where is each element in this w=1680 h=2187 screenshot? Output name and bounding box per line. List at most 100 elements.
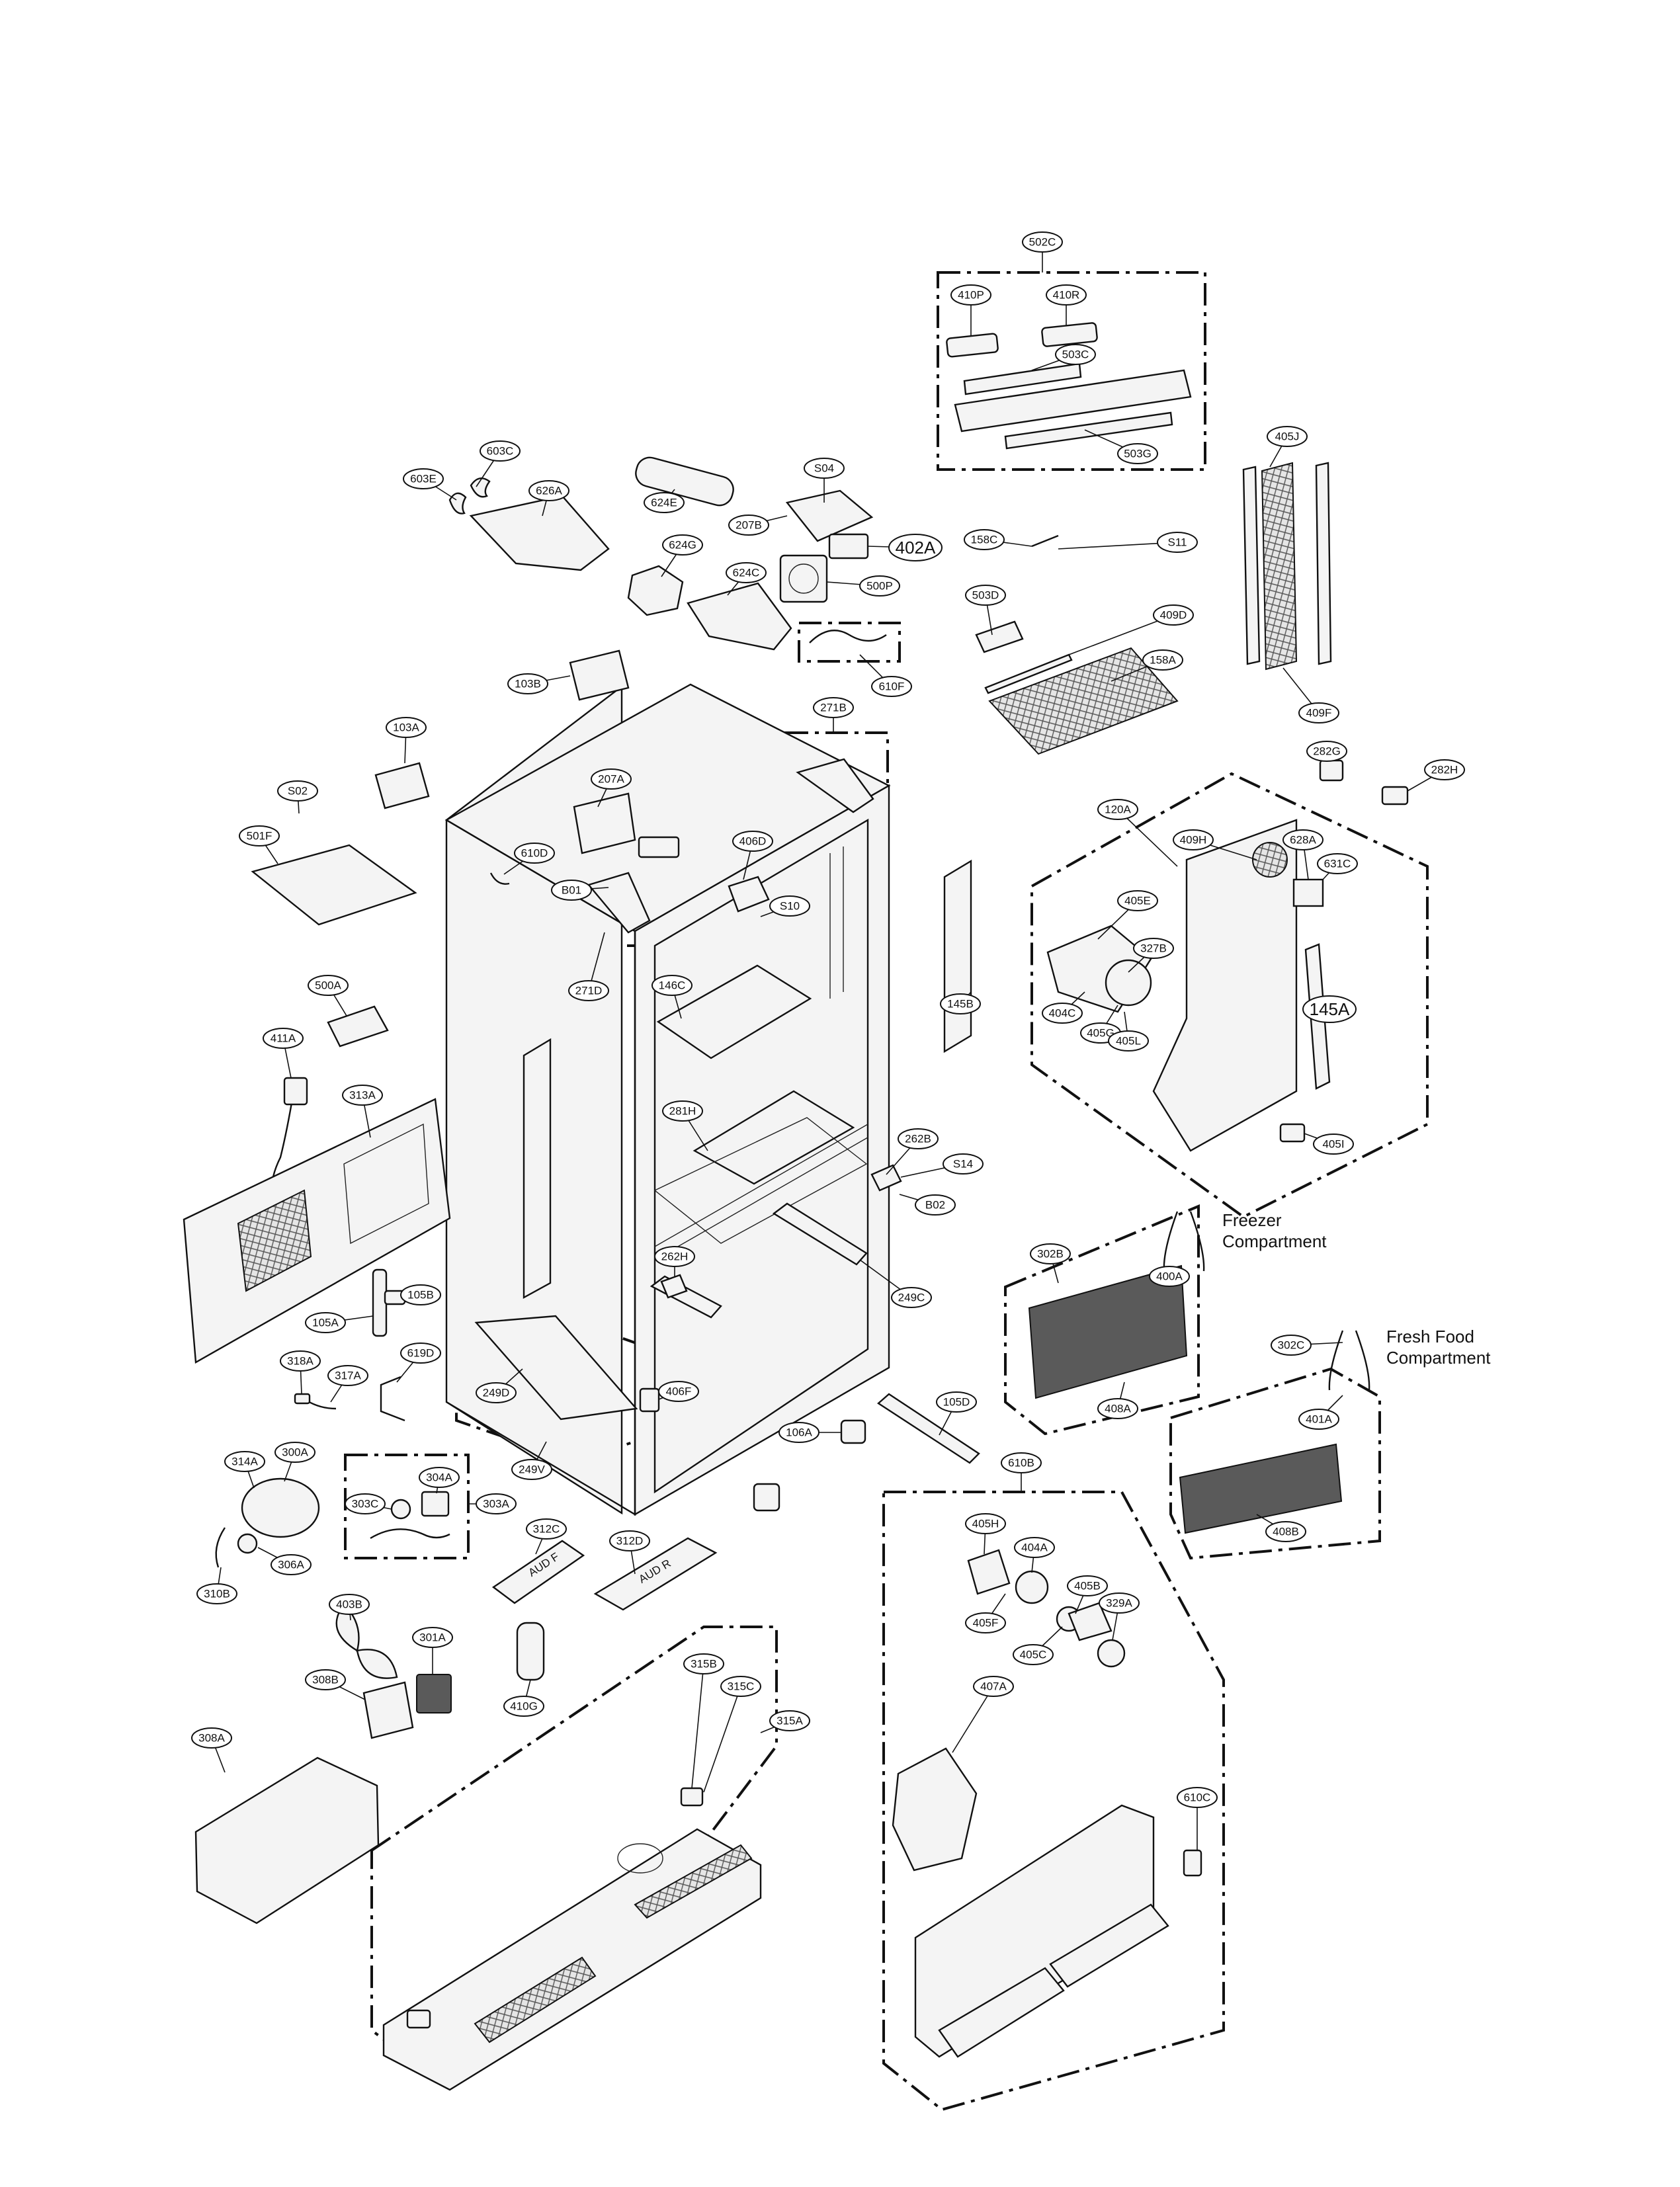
shelf-146c — [656, 964, 812, 1059]
callout-oval — [1265, 1521, 1306, 1542]
callout-oval — [503, 1696, 544, 1717]
callout-oval — [1097, 799, 1138, 820]
callout-306a: 306A — [271, 1554, 312, 1575]
callout-249v: 249V — [511, 1459, 552, 1480]
callout-410r: 410R — [1046, 284, 1087, 306]
callout-oval — [476, 1493, 517, 1514]
callout-s11: S11 — [1157, 532, 1198, 553]
callout-610b: 610B — [1001, 1452, 1042, 1473]
callout-oval — [1117, 890, 1158, 911]
callout-oval — [1298, 1409, 1339, 1430]
callout-oval — [239, 825, 280, 846]
callout-oval — [271, 1554, 312, 1575]
callout-145a: 145A — [1302, 995, 1357, 1023]
callout-label: 603E — [410, 473, 437, 485]
callout-label: 207A — [598, 773, 624, 786]
callout-label: 207B — [735, 519, 762, 532]
part-158c-sensor — [1031, 534, 1059, 548]
part-262h-bracket — [660, 1274, 688, 1299]
callout-label: 408A — [1105, 1403, 1131, 1415]
part-145b-rail-right — [943, 859, 972, 1053]
callout-158c: 158C — [964, 529, 1005, 550]
callout-oval — [1302, 995, 1357, 1023]
part-624g-gear — [627, 565, 684, 616]
callout-label: 315B — [691, 1658, 717, 1671]
part-300a-compressor — [241, 1477, 320, 1538]
callout-603c: 603C — [480, 440, 521, 462]
part-405j-rail-left — [1242, 466, 1261, 665]
part-315b-foot-lower — [406, 2009, 431, 2029]
compartment-notes: Freezer Compartment Fresh Food Compartme… — [1222, 1210, 1491, 1368]
callout-106a: 106A — [778, 1422, 819, 1443]
callout-262b: 262B — [898, 1128, 939, 1149]
rear-cover-313a — [183, 1098, 451, 1364]
callout-302b: 302B — [1030, 1243, 1071, 1264]
refrigerator-cabinet — [444, 683, 891, 1516]
callout-249c: 249C — [891, 1287, 932, 1308]
callout-leader-409d — [1068, 614, 1174, 655]
callout-624e: 624E — [644, 492, 685, 513]
callout-label: 262B — [905, 1133, 931, 1145]
callout-249d: 249D — [476, 1382, 517, 1403]
part-503g-cover — [1004, 411, 1173, 450]
callout-207b: 207B — [728, 515, 769, 536]
callout-label: 249C — [898, 1292, 925, 1304]
callout-label: S14 — [953, 1158, 973, 1171]
callout-oval — [965, 1612, 1006, 1633]
callout-oval — [1306, 741, 1347, 762]
part-626a-tray — [469, 495, 610, 571]
part-410g-capacitor — [516, 1622, 545, 1681]
freezer-duct-group — [1046, 759, 1409, 1152]
callout-402a: 402A — [888, 534, 943, 561]
part-249d-rail — [474, 1315, 638, 1421]
part-106a-leveler-top — [840, 1419, 866, 1444]
callout-411a: 411A — [263, 1028, 304, 1049]
callout-619d: 619D — [400, 1342, 441, 1364]
callout-label: 410P — [958, 289, 984, 302]
callout-oval — [327, 1365, 368, 1386]
callout-label: 404A — [1021, 1542, 1048, 1554]
callout-label: 158A — [1150, 654, 1176, 667]
part-411a-plug — [283, 1077, 308, 1106]
callout-503c: 503C — [1055, 344, 1096, 365]
callout-label: 503D — [972, 589, 999, 602]
callout-oval — [662, 534, 703, 556]
callout-label: 301A — [419, 1631, 446, 1644]
part-624e-tube — [635, 456, 734, 507]
part-409d-rod — [984, 653, 1073, 694]
callout-oval — [1067, 1575, 1108, 1596]
callout-oval — [1317, 853, 1358, 874]
callout-oval — [732, 831, 773, 852]
callout-label: 503C — [1062, 349, 1089, 361]
part-410r-harness — [1041, 322, 1098, 347]
callout-407a: 407A — [973, 1676, 1014, 1697]
callout-oval — [305, 1312, 346, 1333]
part-500a-board — [327, 1005, 389, 1048]
part-327b-fan — [1105, 959, 1152, 1007]
callout-label: 501F — [247, 830, 273, 843]
callout-oval — [1030, 1243, 1071, 1264]
control-board-parts — [946, 322, 1332, 755]
part-603c-clip — [470, 477, 491, 498]
callout-label: 400A — [1156, 1270, 1183, 1283]
evaporators — [1028, 1211, 1370, 1534]
note-freezer-line1: Freezer — [1222, 1210, 1282, 1230]
callout-103b: 103B — [507, 673, 548, 694]
callout-315c: 315C — [720, 1676, 761, 1697]
callout-label: 405F — [973, 1617, 999, 1630]
callout-label: 145A — [1310, 999, 1350, 1019]
callout-403b: 403B — [329, 1594, 370, 1615]
callout-500a: 500A — [308, 975, 349, 996]
group-303a-outline — [344, 1454, 470, 1559]
part-306a-grommet — [237, 1533, 258, 1554]
callout-301a: 301A — [412, 1627, 453, 1648]
callout-label: 303C — [352, 1498, 379, 1510]
callout-408a: 408A — [1097, 1398, 1138, 1419]
callout-405e: 405E — [1117, 890, 1158, 911]
callout-oval — [859, 575, 900, 597]
callout-oval — [973, 1676, 1014, 1697]
part-500p-motor — [788, 563, 819, 594]
callout-262h: 262H — [654, 1246, 695, 1267]
callout-282h: 282H — [1424, 759, 1465, 780]
callout-label: 300A — [282, 1446, 308, 1459]
